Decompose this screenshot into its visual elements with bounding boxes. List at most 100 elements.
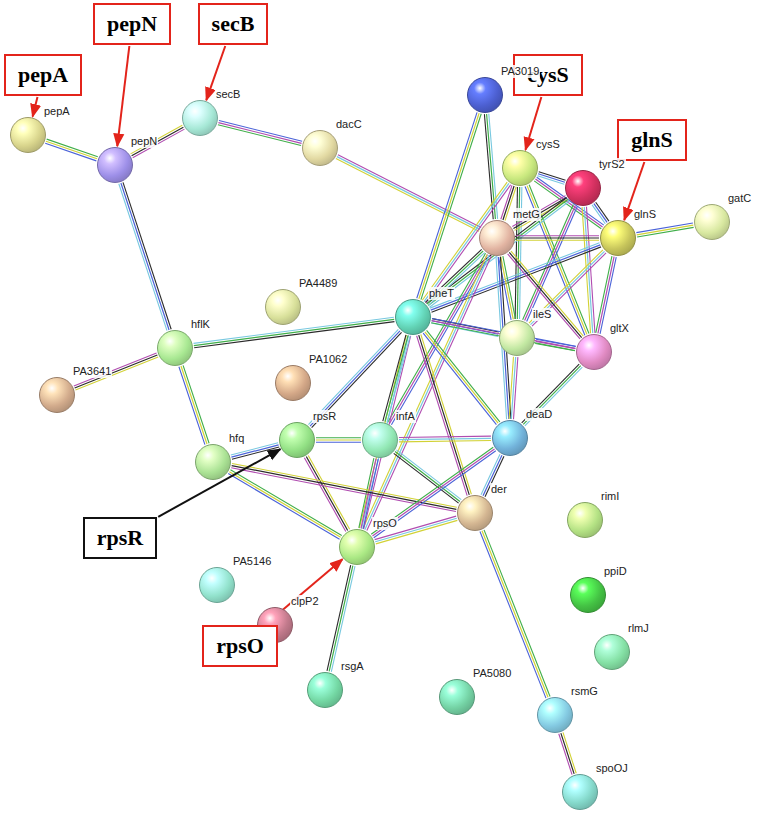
interaction-edge (310, 331, 400, 426)
callout-arrow (33, 97, 38, 117)
protein-node: PA3641 (39, 377, 75, 413)
edge-strand (231, 468, 456, 512)
node-label: rsgA (340, 660, 365, 673)
callout-box: rpsO (202, 625, 278, 667)
edge-strand (529, 250, 603, 323)
edge-group (516, 236, 599, 240)
edge-strand (219, 120, 302, 141)
edge-group (117, 46, 129, 146)
edge-strand (396, 450, 461, 500)
edge-group (394, 450, 462, 503)
edge-strand (586, 207, 594, 333)
callout-label: secB (212, 11, 255, 36)
edge-strand (489, 114, 498, 219)
edge-group (592, 202, 609, 223)
edge-strand (308, 455, 349, 529)
node-label: glnS (633, 208, 657, 221)
edge-strand (383, 335, 406, 421)
edge-group (484, 114, 497, 220)
protein-node: pepA (10, 117, 46, 153)
edge-strand (425, 249, 481, 302)
interaction-edge (194, 319, 394, 345)
callout-box: glnS (617, 119, 687, 161)
interaction-edge (181, 366, 207, 444)
edge-strand (399, 436, 491, 437)
edge-strand (316, 442, 361, 443)
node-label: clpP2 (290, 595, 320, 608)
protein-node: tyrS2 (565, 170, 601, 206)
protein-node: rsgA (307, 672, 343, 708)
edge-group (119, 182, 171, 330)
protein-node: ppiD (570, 577, 606, 613)
edge-strand (327, 565, 351, 671)
protein-node: gatC (694, 204, 730, 240)
protein-node: rpsO (339, 529, 375, 565)
edge-strand (331, 566, 355, 672)
edge-strand (312, 332, 402, 427)
edge-strand (423, 333, 496, 424)
edge-strand (308, 329, 398, 424)
edge-strand (367, 256, 491, 530)
interaction-edge (46, 141, 97, 159)
interaction-edge (231, 445, 278, 457)
edge-strand (509, 357, 513, 419)
node-label: rpsR (312, 410, 337, 423)
interaction-edge (531, 251, 605, 324)
node-label: rsmG (570, 685, 599, 698)
node-label: PA5146 (232, 555, 272, 568)
interaction-edge (306, 457, 347, 531)
node-label: PA5080 (472, 667, 512, 680)
protein-node: cysS (502, 150, 538, 186)
protein-node: pheT (395, 299, 431, 335)
protein-node: secB (182, 100, 218, 136)
callout-box: secB (198, 3, 269, 45)
interaction-edge (517, 187, 519, 319)
protein-node: der (457, 495, 493, 531)
edge-strand (596, 202, 609, 221)
edge-strand (636, 223, 693, 233)
node-label: dacC (335, 118, 363, 131)
edge-strand (119, 184, 167, 331)
edge-group (231, 463, 457, 511)
edge-group (529, 250, 606, 326)
interaction-edge (637, 225, 694, 235)
edge-group (515, 187, 522, 319)
edge-strand (399, 440, 491, 441)
node-label: tyrS2 (598, 158, 626, 171)
edge-group (194, 317, 395, 347)
edge-group (131, 125, 185, 157)
protein-node: PA1062 (275, 365, 311, 401)
interaction-edge (536, 341, 576, 348)
callout-label: pepN (107, 11, 157, 36)
callout-arrow (117, 46, 129, 146)
edge-strand (592, 205, 605, 224)
edge-group (425, 249, 484, 305)
edge-strand (371, 447, 493, 534)
edge-group (363, 254, 491, 530)
interaction-edge (329, 566, 353, 672)
node-label: PA3019 (500, 65, 540, 78)
edge-strand (637, 227, 694, 237)
edge-strand (427, 330, 500, 421)
protein-node: hfq (195, 444, 231, 480)
protein-node: deaD (492, 420, 528, 456)
node-label: deaD (525, 408, 553, 421)
protein-node: hflK (157, 330, 193, 366)
interaction-edge (523, 366, 580, 425)
edge-strand (194, 322, 394, 348)
edge-group (218, 120, 302, 145)
protein-node: gltX (576, 334, 612, 370)
node-label: pheT (428, 287, 455, 300)
edge-strand (179, 367, 205, 445)
protein-node: ileS (499, 320, 535, 356)
node-label: cysS (535, 138, 561, 151)
protein-node: spoOJ (562, 774, 598, 810)
node-label: gatC (727, 192, 752, 205)
interaction-edge (425, 332, 498, 423)
node-label: PA1062 (308, 353, 348, 366)
edge-strand (363, 254, 487, 528)
callout-box: rpsR (83, 517, 157, 559)
protein-node: rpsR (279, 422, 315, 458)
protein-node: rsmG (537, 697, 573, 733)
edge-strand (336, 159, 479, 232)
